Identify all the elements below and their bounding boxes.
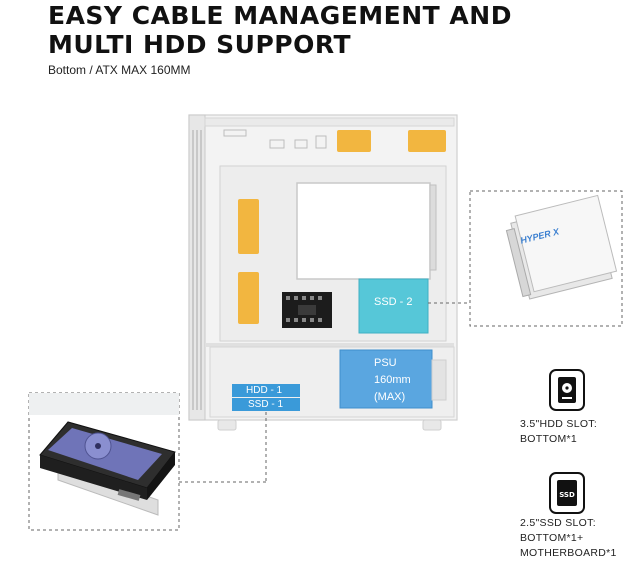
mesh-pattern — [192, 130, 202, 410]
ssd-icon-text: SSD — [559, 491, 575, 499]
hdd-spec-line-2: BOTTOM*1 — [520, 433, 578, 445]
side-fan-2 — [238, 272, 259, 324]
ssd-1-slot — [232, 398, 300, 411]
subtitle: Bottom / ATX MAX 160MM — [48, 63, 191, 77]
ssd-2-label: SSD - 2 — [374, 296, 413, 308]
psu-bay — [339, 349, 433, 409]
ssd-1-label: SSD - 1 — [248, 399, 284, 410]
headline-line-2: MULTI HDD SUPPORT — [48, 30, 352, 59]
hdd-1-slot — [232, 384, 300, 397]
psu-label-line3: (MAX) — [374, 391, 406, 403]
ssd-spec-line-1: 2.5"SSD SLOT: — [520, 517, 596, 529]
hdd-slot-spec: 3.5"HDD SLOT: BOTTOM*1 — [520, 417, 597, 447]
top-fan-1 — [337, 130, 371, 152]
fan-hub-board — [282, 292, 332, 328]
ssd-spec-line-2: BOTTOM*1+ — [520, 532, 584, 544]
hdd-callout — [28, 392, 180, 531]
ssd-icon: SSD — [549, 472, 585, 514]
hdd-1-label: HDD - 1 — [246, 385, 283, 396]
side-fan-1 — [238, 199, 259, 254]
pc-case — [188, 114, 458, 431]
psu-label-line2: 160mm — [374, 374, 411, 386]
ssd-callout — [469, 190, 623, 327]
psu-label-line1: PSU — [374, 357, 397, 369]
top-fan-2 — [408, 130, 446, 152]
ssd-spec-line-3: MOTHERBOARD*1 — [520, 547, 617, 559]
headline-line-1: EASY CABLE MANAGEMENT AND — [48, 1, 512, 30]
callout-lines — [178, 302, 470, 483]
hdd-icon — [549, 369, 585, 411]
ssd-2-slot — [358, 278, 429, 334]
ssd-slot-spec: 2.5"SSD SLOT: BOTTOM*1+ MOTHERBOARD*1 — [520, 516, 617, 561]
hdd-spec-line-1: 3.5"HDD SLOT: — [520, 418, 598, 430]
